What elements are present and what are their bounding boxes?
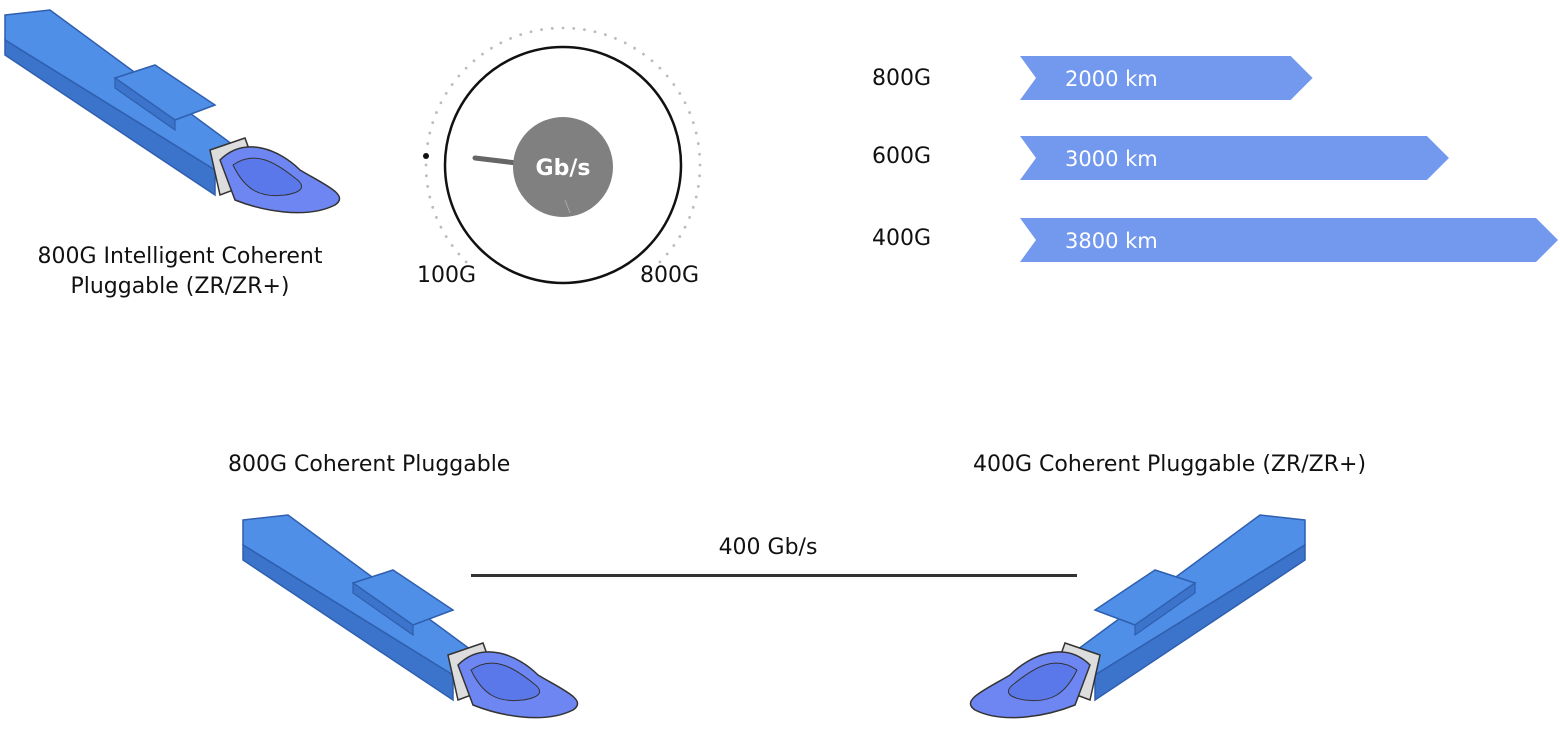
dial-start-dot bbox=[423, 153, 429, 159]
dial-ring-dot bbox=[572, 27, 576, 30]
dial-ring-dot bbox=[623, 41, 627, 45]
module-title-line2: Pluggable (ZR/ZR+) bbox=[70, 274, 290, 299]
dial-ring-dot bbox=[658, 66, 662, 70]
dial-ring-dot bbox=[464, 66, 468, 70]
dial-ring-dot bbox=[694, 195, 698, 199]
dial-ring-dot bbox=[428, 131, 432, 135]
dial-ring-dot bbox=[472, 59, 476, 63]
dial-ring-dot bbox=[457, 252, 461, 256]
reach-bar-label: 3000 km bbox=[1065, 147, 1158, 171]
dial-dotted-ring bbox=[424, 26, 702, 264]
dial-ring-dot bbox=[658, 260, 662, 264]
dial-ring-dot bbox=[435, 111, 438, 114]
dial-ring-dot bbox=[694, 131, 698, 135]
module-image-top bbox=[4, 9, 341, 214]
dial-ring-dot bbox=[509, 37, 512, 40]
reach-rate-600: 600G bbox=[872, 144, 932, 169]
dial-ring-dot bbox=[665, 252, 669, 256]
right-module-label: 400G Coherent Pluggable (ZR/ZR+) bbox=[973, 452, 1367, 477]
reach-rate-800: 800G bbox=[872, 66, 932, 91]
dial-hub-mark bbox=[564, 199, 571, 214]
dial-ring-dot bbox=[672, 244, 676, 247]
reach-bar bbox=[1020, 218, 1558, 262]
dial-ring-dot bbox=[665, 74, 669, 78]
dial-ring-dot bbox=[691, 205, 695, 209]
dial-ring-dot bbox=[444, 92, 448, 95]
module-image-left bbox=[242, 514, 579, 719]
dial-ring-dot bbox=[593, 30, 597, 34]
module-image-right bbox=[969, 514, 1306, 719]
dial-ring-dot bbox=[490, 46, 493, 50]
dial-ring-dot bbox=[425, 174, 428, 178]
dial-ring-dot bbox=[688, 216, 691, 219]
dial-ring-dot bbox=[642, 52, 645, 56]
dial-ring-dot bbox=[439, 101, 443, 105]
dial-ring-dot bbox=[691, 121, 695, 125]
reach-rate-400: 400G bbox=[872, 226, 932, 251]
dial-ring-dot bbox=[457, 74, 461, 78]
dial-ring-dot bbox=[696, 185, 700, 188]
dial-ring-dot bbox=[633, 46, 636, 50]
dial-ring-dot bbox=[614, 37, 617, 40]
dial-max-label: 800G bbox=[640, 263, 700, 288]
dial-outer-circle bbox=[443, 45, 683, 285]
dial-ring-dot bbox=[696, 142, 700, 145]
dial-ring-dot bbox=[450, 244, 454, 247]
dial-ring-dot bbox=[426, 142, 430, 145]
dial-ring-dot bbox=[424, 163, 428, 167]
dial-ring-dot bbox=[698, 174, 701, 178]
dial-ring-dot bbox=[550, 27, 554, 30]
dial-ring-dot bbox=[698, 163, 702, 167]
dial-ring-dot bbox=[540, 28, 543, 32]
dial-ring-dot bbox=[603, 33, 607, 37]
dial-ring-dot bbox=[683, 101, 687, 105]
dial-ring-dot bbox=[499, 41, 503, 45]
dial-ring-dot bbox=[678, 92, 682, 95]
dial-ring-dot bbox=[678, 235, 682, 238]
link-rate-label: 400 Gb/s bbox=[718, 535, 818, 560]
dial-ring-dot bbox=[688, 111, 691, 114]
module-title: 800G Intelligent Coherent Pluggable (ZR/… bbox=[20, 242, 340, 302]
dial-ring-dot bbox=[672, 83, 676, 86]
dial-ring-dot bbox=[650, 59, 654, 63]
dial-min-label: 100G bbox=[417, 263, 477, 288]
dial-hub bbox=[513, 117, 613, 217]
dial-ring-dot bbox=[698, 152, 701, 156]
dial-ring-dot bbox=[481, 52, 484, 56]
speed-dial: Gb/s bbox=[423, 26, 702, 285]
dial-ring-dot bbox=[561, 26, 565, 30]
reach-bars: 2000 km 3000 km 3800 km bbox=[1020, 56, 1558, 262]
module-title-line1: 800G Intelligent Coherent bbox=[37, 244, 323, 269]
link-line bbox=[471, 574, 1077, 577]
dial-ring-dot bbox=[431, 205, 435, 209]
dial-ring-dot bbox=[450, 83, 454, 86]
dial-ring-dot bbox=[439, 225, 443, 229]
reach-bar-label: 3800 km bbox=[1065, 229, 1158, 253]
reach-bar bbox=[1020, 136, 1449, 180]
dial-ring-dot bbox=[426, 185, 430, 188]
dial-ring-dot bbox=[435, 216, 438, 219]
dial-ring-dot bbox=[428, 195, 432, 199]
dial-ring-dot bbox=[583, 28, 586, 32]
reach-bar-label: 2000 km bbox=[1065, 67, 1158, 91]
left-module-label: 800G Coherent Pluggable bbox=[228, 452, 511, 477]
dial-ring-dot bbox=[464, 260, 468, 264]
dial-ring-dot bbox=[444, 235, 448, 238]
reach-bar bbox=[1020, 56, 1313, 100]
dial-ring-dot bbox=[519, 33, 523, 37]
dial-ring-dot bbox=[529, 30, 533, 34]
dial-center-label: Gb/s bbox=[536, 156, 591, 181]
dial-ring-dot bbox=[431, 121, 435, 125]
dial-ring-dot bbox=[683, 225, 687, 229]
